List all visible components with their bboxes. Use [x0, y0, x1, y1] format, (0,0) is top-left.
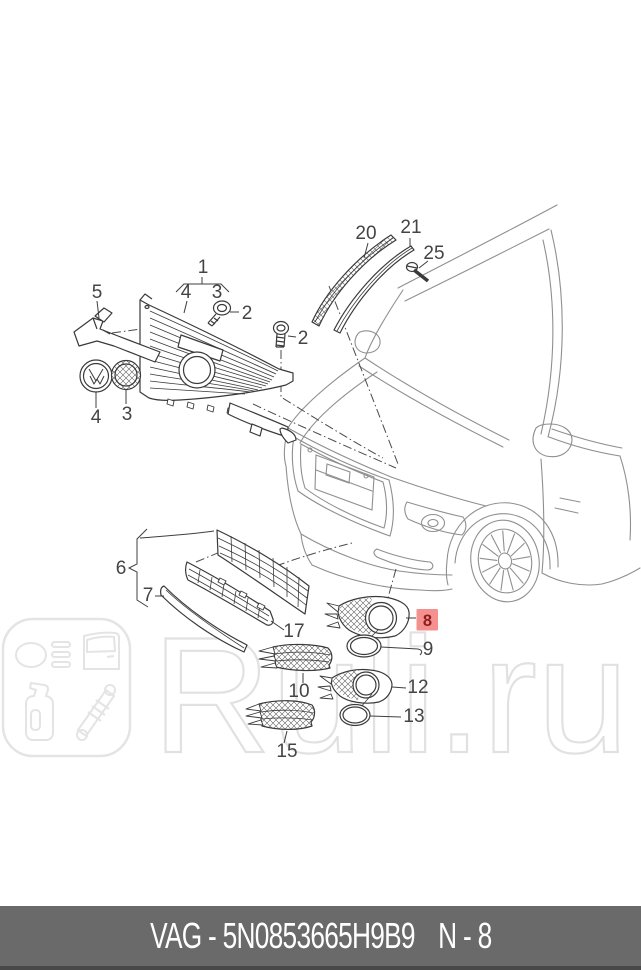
callout-4-disc-label: 4: [91, 407, 102, 428]
callout-2a-label: 2: [242, 303, 253, 324]
parts-diagram: Ruli.ru: [1, 204, 641, 788]
headlight-icon: [15, 641, 71, 668]
footer-page-ref: N - 8: [437, 915, 492, 956]
louver-insert-10: [258, 643, 333, 672]
highlight-badge: [416, 609, 438, 631]
wheel-spokes: [479, 530, 531, 591]
callout-3-bracket-label: 3: [212, 282, 223, 303]
callout-21-label: 21: [400, 217, 421, 238]
watermark-layer: Ruli.ru: [1, 602, 630, 788]
callout-20-label: 20: [355, 223, 376, 244]
shock-absorber-icon: [76, 684, 116, 741]
leader-lines: [111, 285, 399, 599]
callout-3-disc-label: 3: [122, 404, 133, 425]
callout-7-label: 7: [143, 585, 154, 606]
callout-15-label: 15: [276, 741, 297, 762]
callout-4-bracket-label: 4: [181, 282, 192, 303]
fog-trim-ring-13: [339, 703, 371, 727]
fog-grille-12: [317, 668, 393, 708]
bolt-screw-a: [207, 300, 232, 327]
lower-grille-17: [185, 561, 274, 626]
callout-25-label: 25: [423, 243, 444, 264]
hatched-disc: [110, 359, 142, 391]
car-outline: [283, 204, 641, 603]
emblem-mount-circle: [178, 351, 216, 389]
oil-canister-icon: [25, 681, 54, 741]
vw-emblem-disc: [79, 359, 113, 393]
callout-17-label: 17: [283, 621, 304, 642]
trim-strip-20: [311, 234, 397, 327]
callout-9-label: 9: [423, 639, 434, 660]
group-brace-6: [127, 528, 215, 608]
lower-grille-6: [216, 529, 310, 615]
footer-text: VAG - 5N0853665H9B9 N - 8: [149, 915, 492, 957]
highlight-badge-digit: 8: [423, 612, 432, 630]
exploded-parts: [73, 234, 430, 730]
watermark-panel: [1, 617, 132, 758]
louver-insert-15: [245, 700, 316, 730]
trim-strip-21: [333, 245, 415, 334]
upper-grille: [139, 293, 297, 444]
callout-10-label: 10: [288, 681, 309, 702]
footer-part-number: VAG - 5N0853665H9B9: [149, 915, 415, 956]
car-door-icon: [83, 631, 120, 670]
spoiler-strip-7: [160, 585, 248, 653]
bolt-screw-b: [272, 320, 290, 348]
callout-2b-label: 2: [298, 328, 309, 349]
callout-6-label: 6: [116, 558, 127, 579]
callout-1-label: 1: [198, 257, 209, 278]
group-bracket-1: [175, 277, 230, 293]
highlighted-callout-8: 8: [416, 609, 438, 631]
callout-12-label: 12: [407, 677, 428, 698]
bracket-part-5: [73, 307, 161, 363]
far-side-mirror: [354, 330, 381, 354]
callout-ticks: [95, 238, 429, 744]
callout-5-label: 5: [92, 282, 103, 303]
clip-screw-25: [405, 261, 430, 283]
side-mirror: [532, 423, 573, 458]
footer-bar: VAG - 5N0853665H9B9 N - 8: [0, 906, 641, 970]
fog-trim-ring-9: [346, 634, 382, 658]
callout-13-label: 13: [403, 706, 424, 727]
